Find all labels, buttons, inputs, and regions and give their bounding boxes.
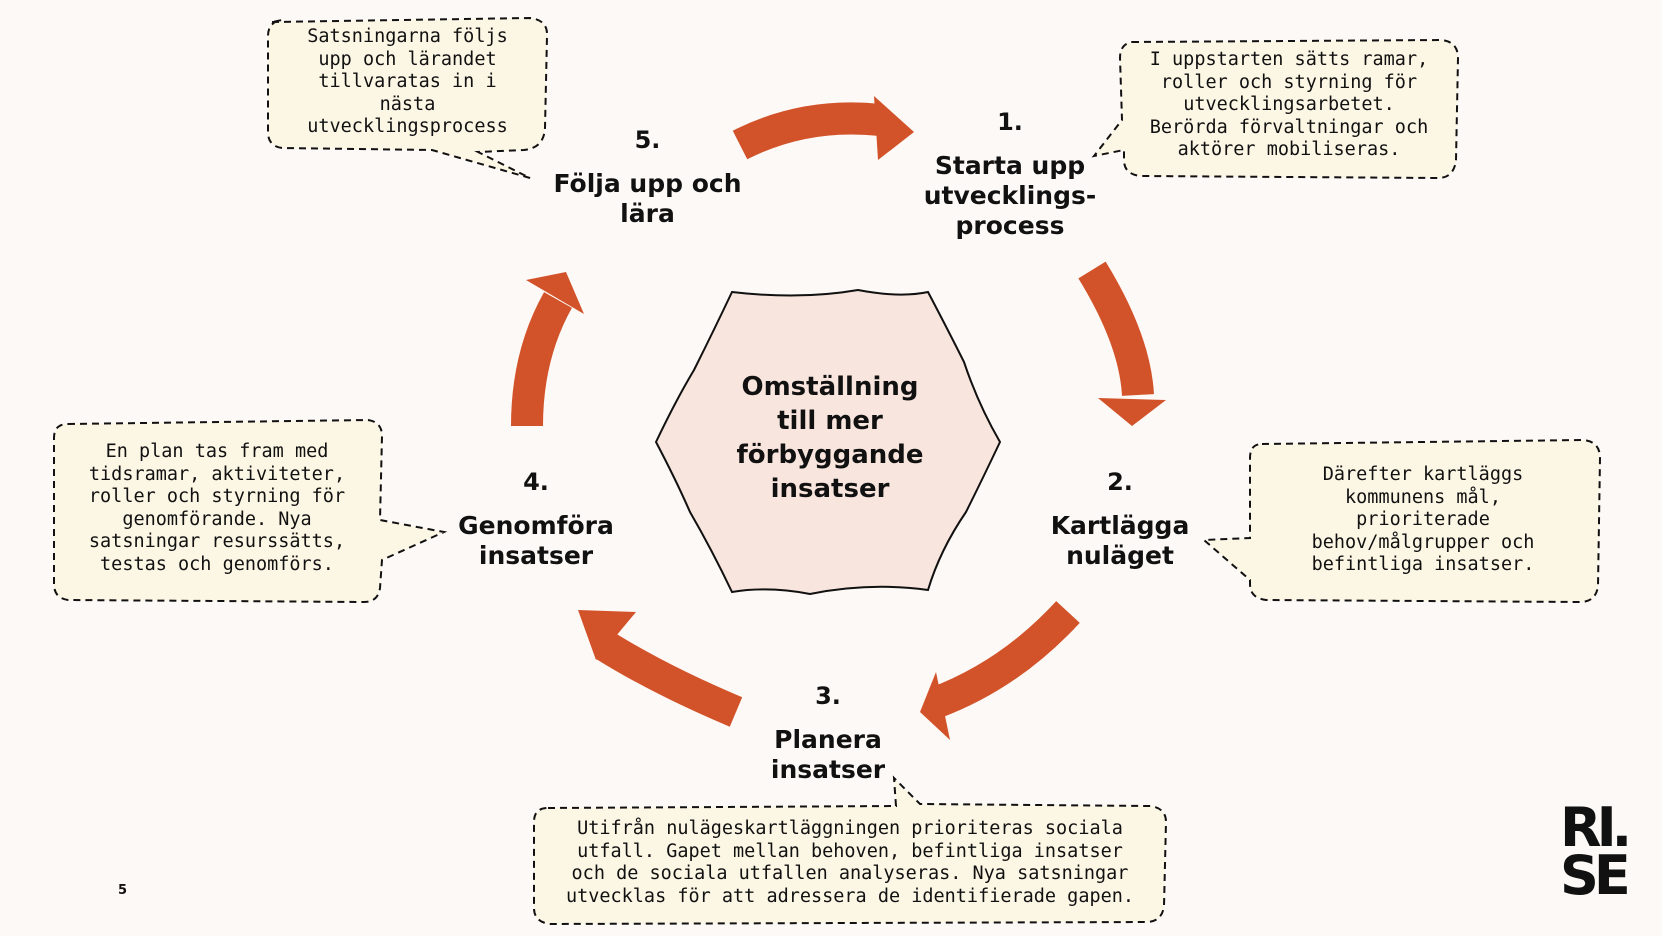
center-label: Omställning till mer förbyggande insatse… (736, 372, 924, 504)
logo-line-2: SE (1560, 844, 1631, 907)
page-number: 5 (118, 883, 128, 898)
note-bubble-2 (1201, 438, 1602, 604)
step-number: 5. (634, 126, 661, 154)
arrow-4-to-5 (511, 272, 584, 427)
center-hexagon (654, 288, 1002, 596)
step-title: Kartlägga nuläget (1050, 510, 1190, 570)
arrow-3-to-4 (578, 610, 743, 727)
step-2-note: Därefter kartläggs kommunens mål, priori… (1311, 464, 1535, 575)
rise-logo: RI. SE (1560, 796, 1640, 907)
step-1-note: I uppstarten sätts ramar, roller och sty… (1149, 49, 1429, 160)
step-number: 1. (997, 108, 1023, 136)
step-title: Starta upp utvecklings- process (923, 150, 1097, 240)
step-1: 1. Starta upp utvecklings- process (910, 108, 1110, 241)
note-bubble-3 (533, 775, 1168, 926)
note-bubble-1 (1091, 38, 1460, 180)
note-bubble-5 (267, 16, 549, 179)
arrow-1-to-2 (1078, 261, 1166, 426)
note-bubble-4 (53, 418, 448, 604)
step-number: 3. (815, 682, 841, 710)
logo-line-1: RI. (1560, 796, 1632, 859)
step-2: 2. Kartlägga nuläget (1040, 468, 1200, 571)
step-4: 4. Genomföra insatser (446, 468, 626, 571)
step-3: 3. Planera insatser (748, 682, 908, 785)
step-title: Genomföra insatser (458, 510, 614, 570)
step-title: Följa upp och lära (553, 168, 742, 228)
step-5: 5. Följa upp och lära (540, 126, 755, 229)
step-5-note: Satsningarna följs upp och lärandet till… (307, 26, 508, 137)
step-title: Planera insatser (770, 724, 886, 784)
step-number: 4. (523, 468, 549, 496)
step-number: 2. (1107, 468, 1133, 496)
step-4-note: En plan tas fram med tidsramar, aktivite… (88, 441, 346, 575)
arrow-2-to-3 (920, 601, 1080, 740)
step-3-note: Utifrån nulägeskartläggningen prioritera… (565, 818, 1135, 907)
arrow-5-to-1 (732, 96, 914, 160)
